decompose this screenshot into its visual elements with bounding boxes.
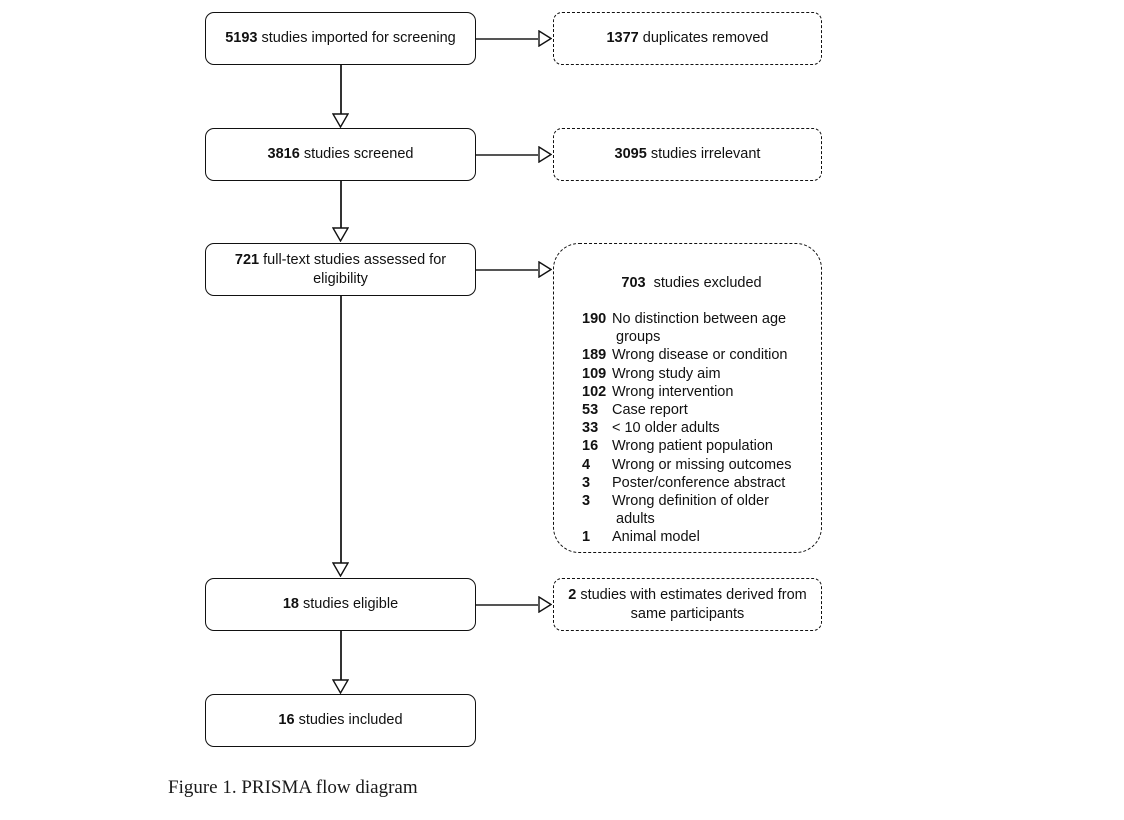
connector-imported-to-screened: [340, 65, 342, 115]
node-studies-imported-number: 5193: [225, 30, 262, 46]
list-item: 189 Wrong disease or condition: [582, 346, 807, 364]
connector-screened-to-irrelevant: [476, 154, 538, 156]
figure-caption: Figure 1. PRISMA flow diagram: [168, 777, 418, 798]
arrow-right-hollow-icon: [538, 146, 552, 163]
list-item: 33 < 10 older adults: [582, 419, 807, 437]
node-studies-irrelevant-text: 3095 studies irrelevant: [615, 145, 761, 164]
excluded-reason-list: 190 No distinction between age groups 18…: [576, 310, 807, 547]
connector-screened-to-fulltext: [340, 181, 342, 229]
node-studies-screened: 3816 studies screened: [205, 128, 476, 181]
connector-fulltext-to-eligible: [340, 296, 342, 564]
node-studies-included: 16 studies included: [205, 694, 476, 747]
reason-count: 53: [582, 402, 599, 419]
arrow-down-hollow-icon: [332, 679, 349, 694]
arrow-down-hollow-icon: [332, 113, 349, 128]
node-fulltext-assessed-text: 721 full-text studies assessed for eligi…: [216, 251, 465, 289]
reason-text: < 10 older adults: [612, 420, 720, 437]
node-studies-screened-text: 3816 studies screened: [268, 145, 414, 164]
reason-count: 16: [582, 438, 599, 455]
reason-text: Wrong disease or condition: [612, 347, 788, 364]
node-studies-eligible: 18 studies eligible: [205, 578, 476, 631]
node-duplicates-removed-label: duplicates removed: [642, 30, 769, 46]
node-studies-included-label: studies included: [298, 712, 403, 728]
node-fulltext-assessed: 721 full-text studies assessed for eligi…: [205, 243, 476, 296]
excluded-panel-title: 703 studies excluded: [576, 274, 807, 293]
node-studies-eligible-number: 18: [282, 596, 304, 612]
connector-eligible-to-included: [340, 631, 342, 681]
reason-count: 109: [582, 365, 607, 382]
reason-text: Wrong or missing outcomes: [612, 456, 792, 473]
arrow-right-hollow-icon: [538, 596, 552, 613]
list-item: 3 Poster/conference abstract: [582, 474, 807, 492]
node-duplicates-removed: 1377 duplicates removed: [553, 12, 822, 65]
node-studies-screened-number: 3816: [267, 146, 304, 162]
excluded-panel-label: studies excluded: [653, 275, 762, 291]
node-fulltext-assessed-number: 721: [234, 251, 264, 268]
arrow-right-hollow-icon: [538, 261, 552, 278]
reason-text: Wrong definition of older adults: [612, 493, 769, 528]
reason-text: Wrong patient population: [612, 438, 773, 455]
reason-count: 3: [582, 474, 591, 491]
list-item: 190 No distinction between age groups: [582, 310, 807, 346]
list-item: 53 Case report: [582, 401, 807, 419]
node-studies-included-number: 16: [278, 712, 299, 728]
reason-count: 102: [582, 383, 607, 400]
arrow-down-hollow-icon: [332, 562, 349, 577]
node-same-participants-text: 2 studies with estimates derived from sa…: [564, 586, 811, 624]
reason-text: Poster/conference abstract: [612, 474, 786, 491]
reason-count: 33: [582, 420, 599, 437]
reason-count: 4: [582, 456, 591, 473]
reason-text: Animal model: [612, 529, 700, 546]
reason-count: 3: [582, 493, 591, 510]
node-studies-screened-label: studies screened: [303, 146, 414, 162]
list-item: 1 Animal model: [582, 528, 807, 546]
node-studies-included-text: 16 studies included: [278, 711, 402, 730]
node-duplicates-removed-text: 1377 duplicates removed: [606, 29, 768, 48]
node-studies-eligible-text: 18 studies eligible: [283, 595, 398, 614]
node-studies-irrelevant: 3095 studies irrelevant: [553, 128, 822, 181]
node-duplicates-removed-number: 1377: [606, 30, 643, 46]
node-fulltext-assessed-label: full-text studies assessed for eligibili…: [263, 251, 447, 287]
node-studies-irrelevant-number: 3095: [614, 146, 651, 162]
reason-count: 189: [582, 347, 607, 364]
list-item: 109 Wrong study aim: [582, 365, 807, 383]
node-studies-excluded-panel: 703 studies excluded 190 No distinction …: [553, 243, 822, 553]
reason-text: Wrong intervention: [612, 383, 734, 400]
node-studies-imported-text: 5193 studies imported for screening: [225, 29, 456, 48]
list-item: 4 Wrong or missing outcomes: [582, 456, 807, 474]
node-studies-irrelevant-label: studies irrelevant: [650, 146, 761, 162]
arrow-right-hollow-icon: [538, 30, 552, 47]
node-same-participants: 2 studies with estimates derived from sa…: [553, 578, 822, 631]
connector-fulltext-to-excluded: [476, 269, 538, 271]
node-studies-imported: 5193 studies imported for screening: [205, 12, 476, 65]
excluded-panel-content: 703 studies excluded 190 No distinction …: [554, 244, 821, 547]
list-item: 3 Wrong definition of older adults: [582, 492, 807, 528]
connector-imported-to-duplicates: [476, 38, 538, 40]
connector-eligible-to-same-participants: [476, 604, 538, 606]
excluded-panel-number: 703: [621, 275, 650, 291]
reason-text: Wrong study aim: [612, 365, 721, 382]
arrow-down-hollow-icon: [332, 227, 349, 242]
reason-text: Case report: [612, 402, 688, 419]
node-studies-imported-label: studies imported for screening: [261, 30, 456, 46]
node-same-participants-label: studies with estimates derived from same…: [580, 586, 807, 622]
node-same-participants-number: 2: [568, 586, 581, 603]
list-item: 102 Wrong intervention: [582, 383, 807, 401]
reason-text: No distinction between age groups: [612, 311, 787, 346]
reason-count: 190: [582, 311, 607, 327]
list-item: 16 Wrong patient population: [582, 437, 807, 455]
reason-count: 1: [582, 529, 591, 546]
node-studies-eligible-label: studies eligible: [303, 596, 399, 612]
